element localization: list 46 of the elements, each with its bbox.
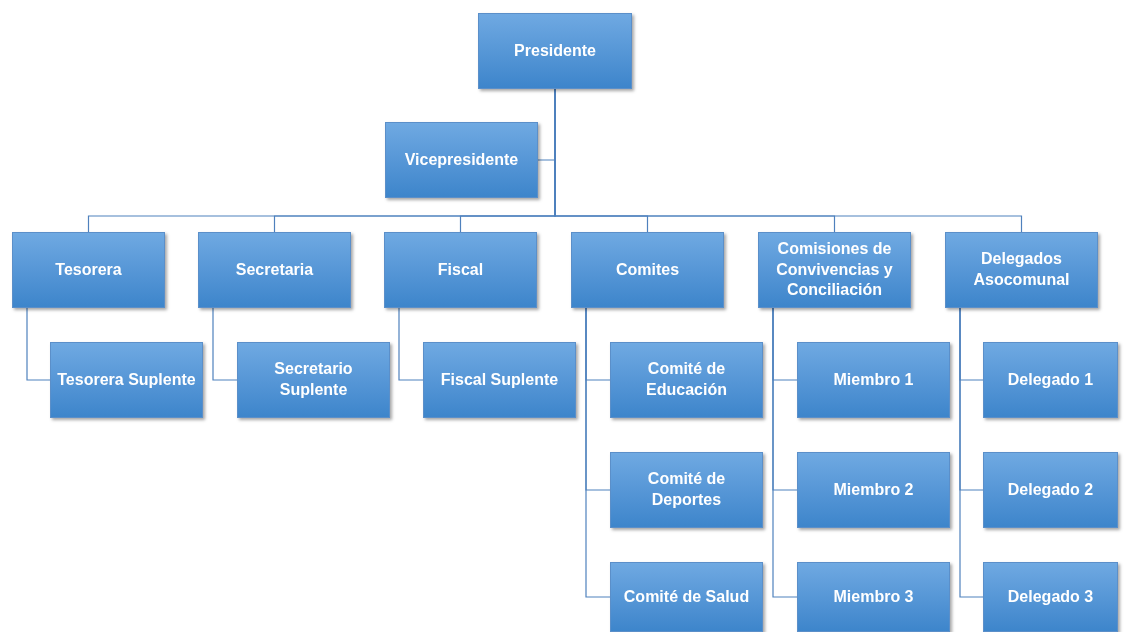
role-label: Secretario Suplente xyxy=(273,359,354,400)
role-label: Comisiones de Convivencias y Conciliación xyxy=(775,238,894,301)
org-box xyxy=(12,232,165,308)
role-label: Comité de Salud xyxy=(623,586,750,607)
org-box xyxy=(797,562,950,632)
org-box xyxy=(571,232,724,308)
role-label: Tesorera xyxy=(55,259,122,280)
org-box xyxy=(423,342,576,418)
org-box xyxy=(797,452,950,528)
org-box xyxy=(237,342,390,418)
role-label: Miembro 3 xyxy=(833,586,914,607)
role-label: Miembro 2 xyxy=(833,479,914,500)
role-label: Comité de Deportes xyxy=(646,469,727,510)
role-label: Tesorera Suplente xyxy=(57,369,196,390)
role-label: Delegados Asocomunal xyxy=(972,249,1071,290)
role-label: Comites xyxy=(615,259,680,280)
role-label: Delegado 3 xyxy=(1007,586,1094,607)
org-box xyxy=(983,452,1118,528)
org-box xyxy=(758,232,911,308)
org-box xyxy=(983,342,1118,418)
role-label: Delegado 2 xyxy=(1007,479,1094,500)
role-label: Vicepresidente xyxy=(404,149,519,170)
org-box xyxy=(983,562,1118,632)
connector-line xyxy=(26,307,51,381)
org-box xyxy=(610,342,763,418)
org-box xyxy=(945,232,1098,308)
connector-line xyxy=(959,307,984,598)
role-label: Comité de Educación xyxy=(645,359,728,400)
org-box xyxy=(610,452,763,528)
org-box xyxy=(50,342,203,418)
role-label: Miembro 1 xyxy=(833,369,914,390)
role-label: Fiscal Suplente xyxy=(440,369,559,390)
org-box xyxy=(198,232,351,308)
role-label: Fiscal xyxy=(437,259,484,280)
connector-line xyxy=(772,307,798,598)
connector-line xyxy=(585,307,611,598)
org-box xyxy=(478,13,632,89)
role-label: Delegado 1 xyxy=(1007,369,1094,390)
org-box xyxy=(797,342,950,418)
org-box xyxy=(610,562,763,632)
org-box xyxy=(384,232,537,308)
connector-line xyxy=(398,307,424,381)
role-label: Secretaria xyxy=(235,259,314,280)
org-box xyxy=(385,122,538,198)
role-label: Presidente xyxy=(514,40,596,61)
connector-line xyxy=(212,307,238,381)
